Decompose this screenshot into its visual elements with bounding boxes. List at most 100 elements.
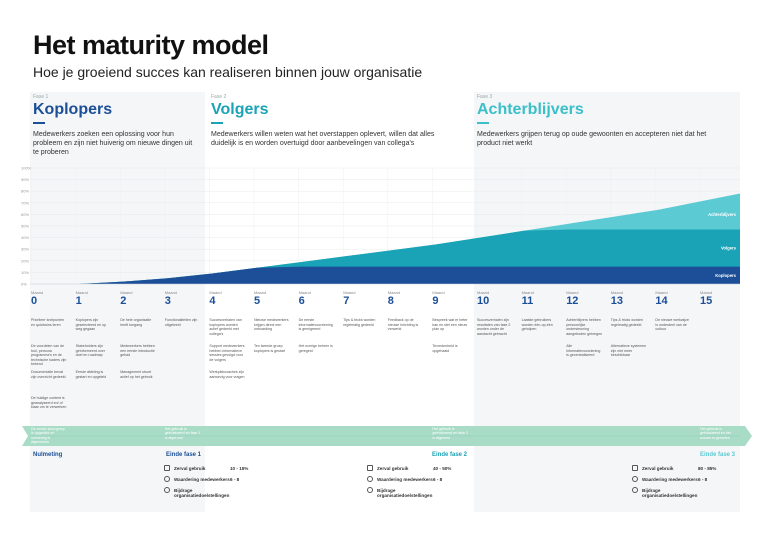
milestone-cell: Succesverhalen zijn resultaten van fase … [477, 318, 511, 336]
series-label: Koplopers [715, 273, 736, 278]
milestone-cell: Tips & tricks worden regelmatig gedeeld [343, 318, 376, 327]
milestone-cell: Het overige beheer is geregeld [298, 344, 333, 353]
y-tick-label: 30% [21, 247, 29, 252]
month-number: 11 [521, 295, 534, 307]
month-label: Maand [477, 290, 490, 295]
page-subtitle: Hoe je groeiend succes kan realiseren bi… [33, 64, 423, 80]
y-tick-label: 70% [21, 200, 29, 205]
series-label: Achterblijvers [708, 212, 737, 217]
milestone-cell: Werkplekcoaches zijn aanwezig voor vrage… [209, 370, 245, 379]
milestone-cell: Ten tweede groep koplopers is gestart [254, 344, 286, 353]
milestone-cell: Alternatieve systemen zijn niet meer bes… [610, 344, 647, 358]
phase-rule [211, 122, 223, 124]
phase-name: Volgers [211, 101, 269, 118]
phase-rule [477, 122, 489, 124]
target-icon [164, 487, 170, 493]
milestone-cell: De nieuwe werkwijze is onderdeel van de … [655, 318, 689, 332]
summary-label: Waardering medewerkers [377, 477, 433, 482]
phase-kicker: Fase 1 [33, 94, 49, 100]
summary-value: 6 - 8 [698, 477, 708, 482]
milestone-cell: Tips & tricks worden regelmatig gedeeld [610, 318, 644, 327]
summary-title: Einde fase 3 [700, 452, 736, 458]
phase-name: Achterblijvers [477, 101, 584, 118]
target-icon [632, 487, 638, 493]
month-label: Maand [700, 290, 713, 295]
month-label: Maand [209, 290, 222, 295]
rating-icon [632, 476, 638, 482]
area-koplopers [38, 266, 740, 284]
chart-icon [632, 465, 638, 471]
phase-rule [33, 122, 45, 124]
month-number: 5 [254, 295, 261, 307]
month-label: Maand [164, 290, 178, 295]
month-number: 12 [566, 295, 579, 307]
month-number: 1 [75, 295, 82, 307]
phase-kicker: Fase 3 [477, 94, 493, 100]
summary-label: Bijdrage organisatiedoelstellingen [174, 488, 230, 498]
band-text: De eerste stuurgroep is opgericht en nul… [31, 427, 65, 445]
month-label: Maand [566, 290, 579, 295]
month-number: 14 [655, 295, 668, 307]
milestone-cell: De huidige content is geanalyseerd en/ o… [31, 396, 67, 410]
milestone-cell: Medewerkers hebben een eerste introducti… [120, 344, 155, 358]
summary-title: Nulmeting [33, 452, 63, 458]
summary-label: Waardering medewerkers [174, 477, 230, 482]
month-label: Maand [343, 290, 356, 295]
summary-label: Bijdrage organisatiedoelstellingen [642, 488, 698, 498]
y-tick-label: 20% [21, 258, 29, 263]
y-tick-label: 80% [21, 189, 29, 194]
y-tick-label: 60% [21, 212, 29, 217]
y-tick-label: 90% [21, 177, 29, 182]
band-text: Het gebruik is geëvalueerd en fase 1 is … [164, 427, 201, 440]
milestone-cell: Functionaliteiten zijn uitgebreid [164, 318, 198, 327]
y-tick-label: 10% [21, 270, 29, 275]
milestone-cell: Eerste afdeling is gestart en opgeleid [75, 370, 107, 379]
milestone-cell: Management stuurt actief op het gebruik [120, 370, 153, 379]
summary-label: Zerval gebruik [174, 466, 206, 471]
phase-volgers: Fase 2 Volgers Medewerkers willen weten … [211, 94, 461, 148]
milestone-cell: Documentatie bevat zijn overzicht gedeel… [31, 370, 66, 379]
summary-title: Einde fase 2 [432, 452, 468, 458]
summary-value: 10 - 15% [230, 466, 249, 471]
month-label: Maand [655, 290, 668, 295]
y-tick-label: 0% [21, 282, 27, 287]
y-tick-label: 100% [21, 166, 32, 171]
milestone-cell: Feedback op de nieuwe inrichting is verw… [387, 318, 419, 332]
month-number: 7 [343, 295, 350, 307]
summary-value: 80 - 85% [698, 466, 717, 471]
y-tick-label: 50% [21, 224, 29, 229]
page-title: Het maturity model [33, 30, 269, 60]
summary-value: 40 - 50% [433, 466, 452, 471]
summary-value: 6 - 8 [433, 477, 443, 482]
milestone-cell: Achterblijvers hebben persoonlijke onder… [566, 318, 603, 336]
target-icon [367, 487, 373, 493]
month-number: 0 [31, 295, 38, 307]
rating-icon [164, 476, 170, 482]
milestone-cell: Succesverhalen van koplopers worden acti… [209, 318, 242, 336]
y-tick-label: 40% [21, 235, 29, 240]
milestone-cell: Support medewerkers hebben informatieve … [209, 344, 245, 362]
month-label: Maand [75, 290, 88, 295]
summary-value: 6 - 8 [230, 477, 240, 482]
milestone-cell: Stakeholders zijn geïnformeerd over doel… [75, 344, 105, 358]
month-number: 13 [610, 295, 624, 307]
month-number: 2 [120, 295, 127, 307]
milestone-cell: De voordelen van de tool, persona progra… [31, 344, 67, 367]
month-label: Maand [432, 290, 445, 295]
month-number: 10 [477, 295, 490, 307]
phase-achterblijvers: Fase 3 Achterblijvers Medewerkers grijpe… [477, 94, 727, 148]
month-number: 4 [209, 295, 216, 307]
rating-icon [367, 476, 373, 482]
